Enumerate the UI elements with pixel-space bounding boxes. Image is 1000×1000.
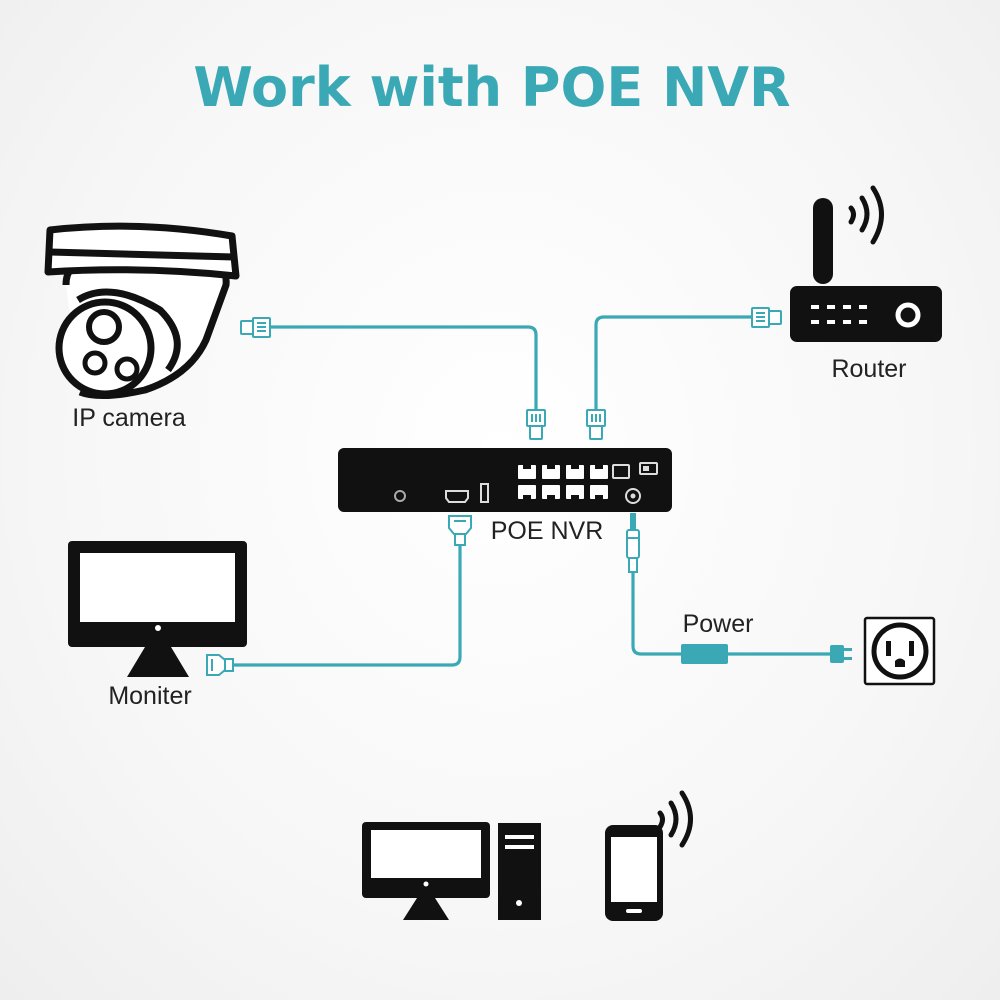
rj45-connector-icon: [526, 409, 546, 440]
monitor-icon: [68, 541, 247, 677]
hdmi-connector-icon: [206, 654, 234, 676]
wall-outlet-icon: [863, 616, 936, 686]
hdmi-connector-icon: [448, 515, 472, 546]
power-adapter-icon: [681, 644, 728, 664]
rj45-connector-icon: [586, 409, 606, 440]
cables: [230, 315, 832, 667]
poe-nvr-device-icon: [338, 448, 672, 512]
dc-plug-icon: [626, 513, 640, 573]
smartphone-icon: [605, 825, 663, 921]
wall-plug-icon: [830, 645, 852, 663]
router-label: Router: [831, 355, 906, 383]
ip-camera-icon: [44, 222, 240, 400]
nvr-label: POE NVR: [491, 517, 604, 545]
monitor-cable: [230, 543, 462, 667]
power-label: Power: [683, 610, 754, 638]
page-title: Work with POE NVR: [193, 56, 790, 119]
desktop-computer-icon: [362, 822, 541, 920]
ip-camera-label: IP camera: [72, 404, 186, 432]
power-cable-top: [631, 570, 684, 656]
rj45-connector-icon: [240, 317, 271, 338]
wifi-signal-icon: [657, 790, 693, 848]
monitor-label: Moniter: [108, 682, 191, 710]
router-icon: [790, 198, 942, 342]
camera-cable: [268, 325, 538, 412]
wifi-signal-icon: [848, 185, 884, 245]
rj45-connector-icon: [751, 307, 782, 328]
router-cable: [594, 315, 754, 412]
